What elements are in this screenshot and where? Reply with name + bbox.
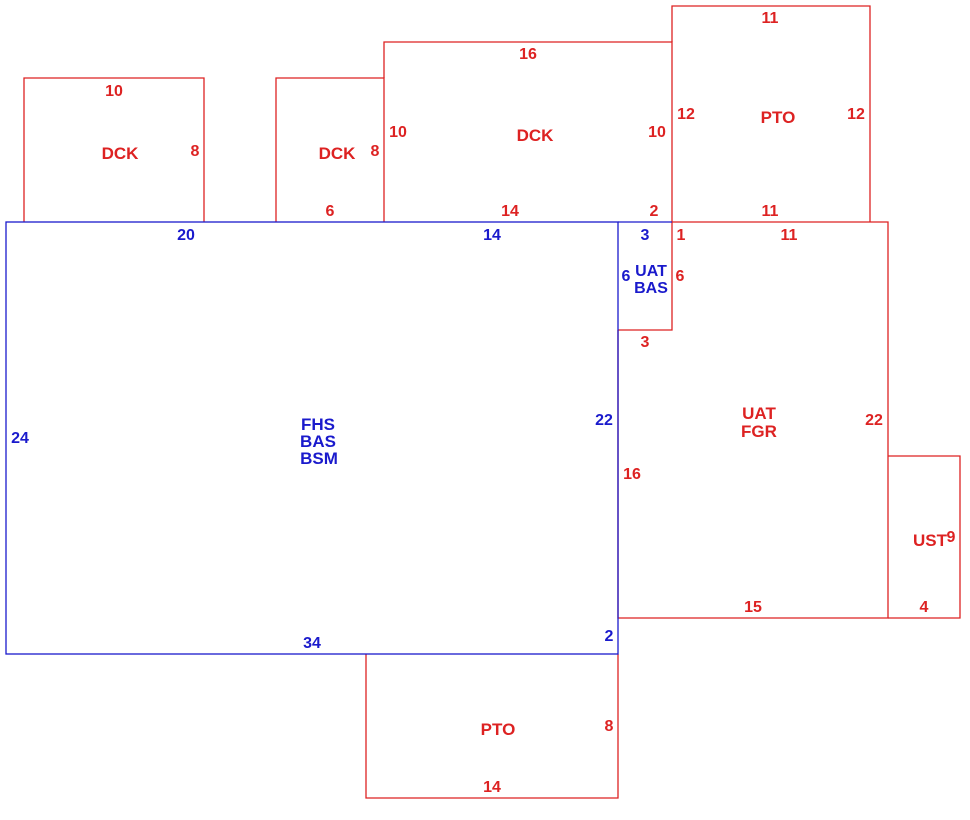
uat-fgr-dim-bottom: 15 (744, 599, 762, 616)
main-house-label-line1: FHS (301, 415, 335, 434)
uat-fgr-label-line2: FGR (741, 422, 777, 441)
main-house-dim-left: 24 (11, 430, 29, 447)
uat-bas-dim-left: 6 (622, 268, 631, 285)
dck-left-outline (23, 77, 205, 222)
main-house-outline (5, 221, 619, 655)
uat-bas-dim-top-red: 1 (677, 227, 686, 244)
dck-big-outline (383, 41, 673, 222)
main-house-dim-right: 22 (595, 412, 613, 429)
uat-fgr-dim-left: 16 (623, 466, 641, 483)
dck-big-dim-bottom: 14 (501, 203, 519, 220)
uat-bas-dim-right-red: 6 (676, 268, 685, 285)
ust-outline (888, 455, 961, 619)
uat-fgr-dim-top: 11 (781, 227, 798, 244)
pto-top-outline (671, 5, 871, 222)
main-house-dim-bottom: 34 (303, 635, 321, 652)
dck-big-dim-bottom-right: 2 (650, 203, 659, 220)
uat-fgr-label-line1: UAT (742, 404, 776, 423)
pto-top-dim-right: 12 (847, 106, 865, 123)
pto-bottom-dim-bottom: 14 (483, 779, 501, 796)
dck-big-dim-top: 16 (519, 46, 537, 63)
dck-left-label: DCK (102, 144, 140, 163)
pto-bottom-label: PTO (481, 720, 516, 739)
dck-big-label: DCK (517, 126, 555, 145)
dck-mid-dim-right: 8 (371, 143, 380, 160)
main-house-dim-top-left: 20 (177, 227, 195, 244)
uat-bas-dim-bottom-red: 3 (641, 334, 650, 351)
main-house-label-line2: BAS (300, 432, 336, 451)
dck-big-dim-left: 10 (389, 124, 407, 141)
dck-mid-dim-bottom: 6 (326, 203, 335, 220)
uat-bas-dim-top: 3 (641, 227, 650, 244)
dck-left-dim-right: 8 (191, 143, 200, 160)
ust-label: UST (913, 531, 948, 550)
main-house-dim-top-right: 14 (483, 227, 501, 244)
pto-top-dim-bottom: 11 (762, 203, 779, 220)
main-house-dim-bottom-right: 2 (605, 628, 614, 645)
uat-bas-label-line1: UAT (635, 263, 667, 280)
pto-top-dim-top: 11 (762, 10, 779, 27)
dck-mid-label: DCK (319, 144, 357, 163)
uat-fgr-dim-right: 22 (865, 412, 883, 429)
uat-bas-red-edges (618, 222, 673, 331)
pto-bottom-dim-right: 8 (605, 718, 614, 735)
uat-bas-label-line2: BAS (634, 280, 668, 297)
pto-top-label: PTO (761, 108, 796, 127)
dck-mid-outline (275, 77, 385, 222)
main-house-label-line3: BSM (300, 449, 338, 468)
pto-bottom-outline (365, 654, 619, 799)
pto-top-dim-left: 12 (677, 106, 695, 123)
dck-big-dim-right: 10 (648, 124, 666, 141)
dck-left-dim-top: 10 (105, 83, 123, 100)
ust-dim-bottom: 4 (920, 599, 929, 616)
ust-dim-right: 9 (947, 529, 956, 546)
